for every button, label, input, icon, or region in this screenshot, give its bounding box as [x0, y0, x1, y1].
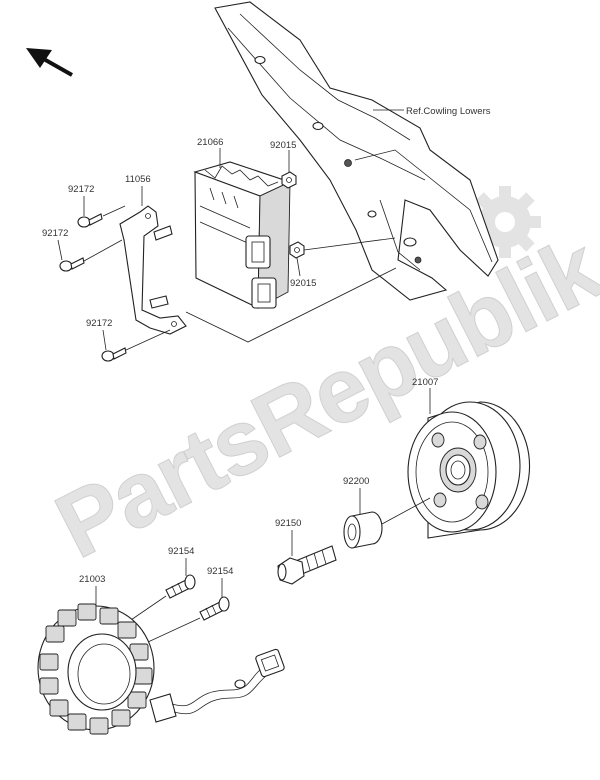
label-rotor-bolt: 92150 — [275, 518, 301, 529]
label-bracket: 11056 — [125, 174, 151, 185]
nut-lower — [289, 241, 305, 259]
label-bolt-upper-left: 92172 — [68, 184, 94, 195]
ref-cowling-lowers-label: Ref.Cowling Lowers — [406, 106, 491, 117]
leader-nut-lower — [296, 257, 301, 277]
label-nut-upper: 92015 — [270, 140, 296, 151]
label-stator: 21003 — [79, 574, 105, 585]
bolt-middle-left — [59, 257, 85, 272]
label-bolt-middle-left: 92172 — [42, 228, 68, 239]
watermark: PartsRepublik — [40, 216, 600, 578]
stator-bolt-upper — [165, 574, 196, 599]
mounting-bracket — [119, 205, 187, 335]
leader-frame-mount-upper — [303, 237, 396, 251]
leader-frame-mount — [185, 267, 397, 343]
stator-bolt-right — [199, 596, 230, 621]
label-stator-bolt-right: 92154 — [207, 566, 233, 577]
watermark-text: PartsRepublik — [41, 217, 600, 578]
label-stator-bolt-upper: 92154 — [168, 546, 194, 557]
leader-stator-bolt-b — [147, 617, 201, 643]
arrow-up-left-icon — [26, 48, 73, 77]
rotor — [407, 401, 531, 539]
leader-stator-bolt-a — [127, 595, 167, 623]
leader-bolt-lower-left — [102, 329, 107, 351]
leader-collar-rotor — [381, 497, 431, 525]
leader-bolt-lower-right — [125, 329, 171, 351]
label-regulator: 21066 — [197, 137, 223, 148]
bolt-lower-left — [101, 347, 127, 362]
collar — [343, 511, 383, 549]
stator — [37, 603, 285, 735]
nut-upper — [281, 171, 297, 189]
regulator — [149, 161, 292, 309]
label-collar: 92200 — [343, 476, 369, 487]
bolt-upper-left — [77, 213, 103, 228]
label-nut-lower: 92015 — [290, 278, 316, 289]
label-bolt-lower-left: 92172 — [86, 318, 112, 329]
leader-bolt-upper-right — [102, 205, 126, 217]
label-rotor: 21007 — [412, 377, 438, 388]
frame-bracket — [214, 1, 499, 301]
leader-bolt-middle-left — [57, 239, 63, 261]
leader-bolt-middle-right — [83, 239, 123, 262]
rotor-bolt — [277, 545, 337, 585]
